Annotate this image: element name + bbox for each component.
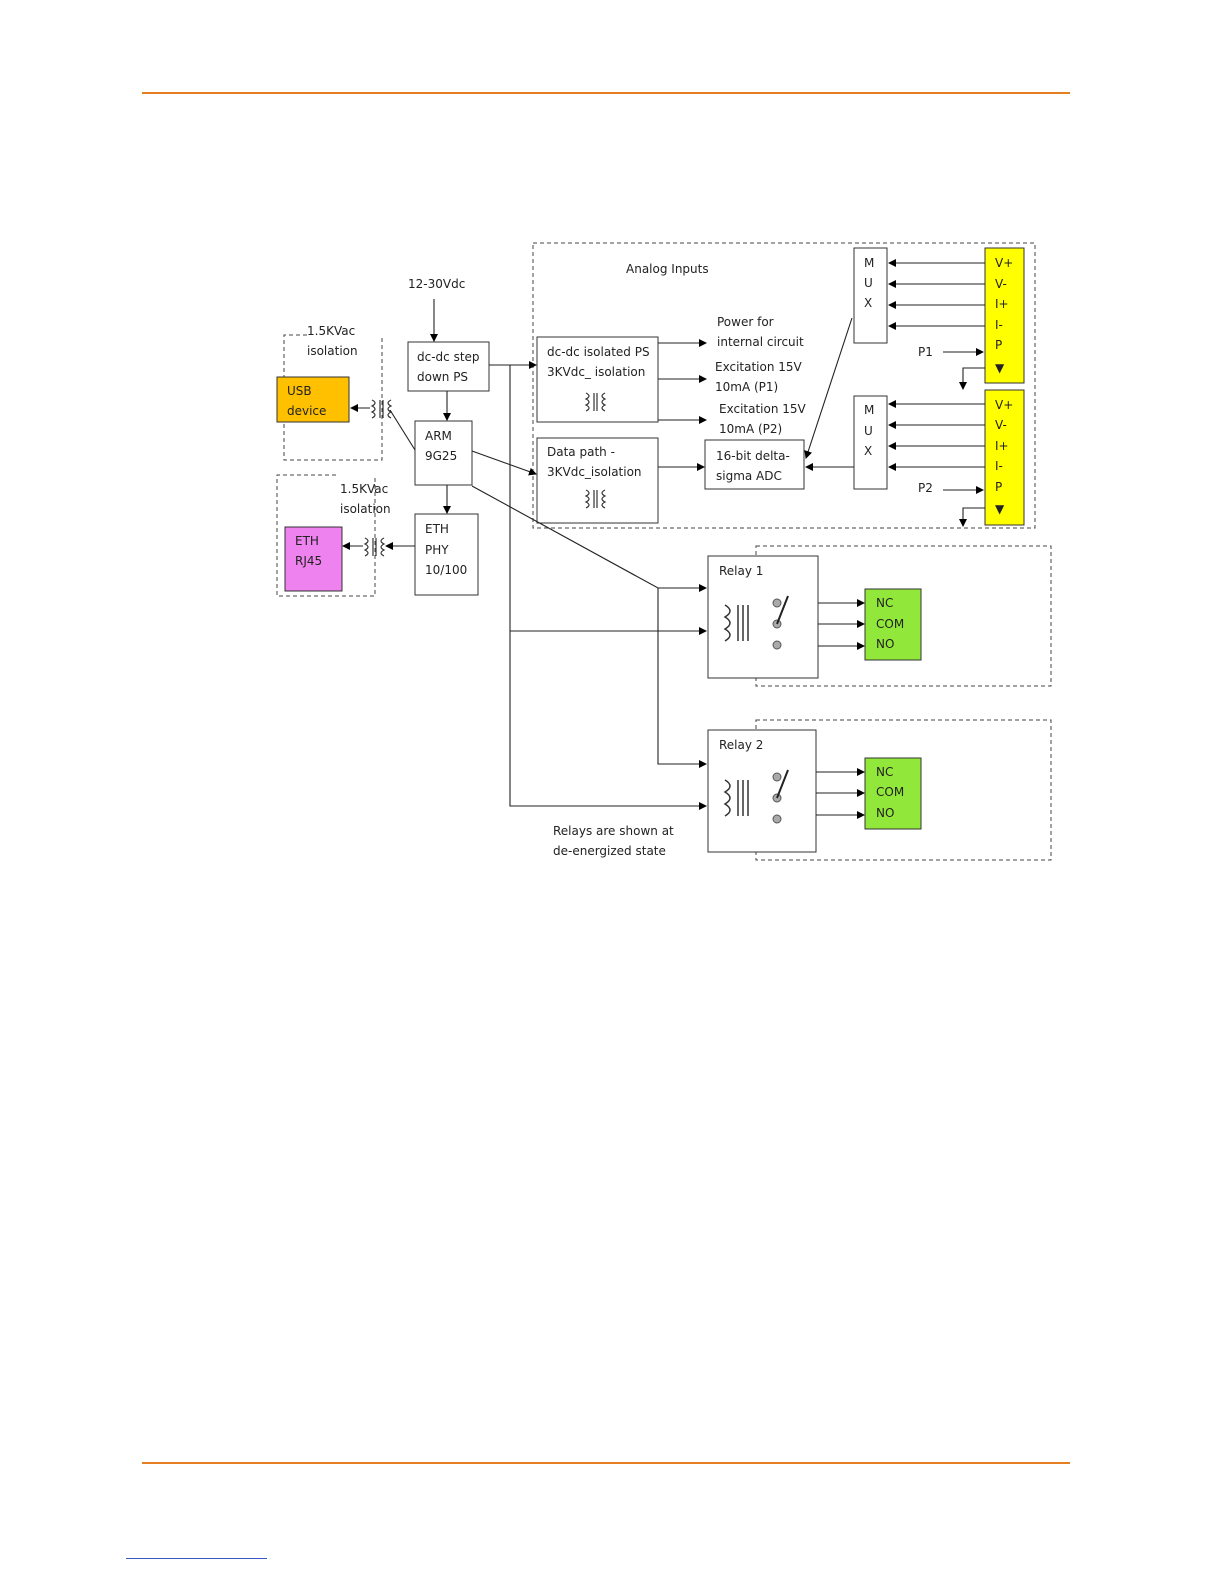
- footer-rule: [142, 1462, 1070, 1464]
- power-bus-to-relays: [509, 365, 707, 810]
- usb-iso-label-1: 1.5KVac: [307, 324, 355, 338]
- arm-label-1: ARM: [425, 429, 452, 443]
- header-rule: [142, 92, 1070, 94]
- arm-box: [414, 420, 473, 486]
- relay-note-line-1: Relays are shown at: [553, 824, 674, 838]
- adc-label-1: 16-bit delta-: [716, 449, 790, 463]
- adc-label-2: sigma ADC: [716, 469, 782, 483]
- exc2-label-2: 10mA (P2): [719, 422, 782, 436]
- rj45-label-2: RJ45: [295, 554, 322, 568]
- dcdc-label-2: 3KVdc_ isolation: [547, 365, 645, 379]
- term2-p-label: P: [995, 480, 1002, 494]
- supply-label: 12-30Vdc: [408, 277, 465, 291]
- relay1-contact-nc: [772, 598, 782, 608]
- mux2-label-x: X: [864, 444, 872, 458]
- mux2-label-u: U: [864, 424, 873, 438]
- datapath-label-1: Data path -: [547, 445, 615, 459]
- phy-label-3: 10/100: [425, 563, 467, 577]
- relay1-label: Relay 1: [719, 564, 763, 578]
- dcdc-label-1: dc-dc isolated PS: [547, 345, 650, 359]
- term2-gnd-label: ▼: [995, 502, 1005, 516]
- p1-terminal-block: [984, 247, 1025, 384]
- term2-gnd: [959, 507, 985, 527]
- rj45-label-1: ETH: [295, 534, 319, 548]
- phy-label-2: PHY: [425, 543, 449, 557]
- power-internal-label-2: internal circuit: [717, 335, 804, 349]
- p2-terminal-block: [984, 389, 1025, 526]
- relay1-contact-no: [772, 640, 782, 650]
- stepdown-ps-box: [407, 341, 490, 392]
- mux1-box: [853, 247, 888, 344]
- p1-label: P1: [918, 345, 933, 359]
- stepdown-label-1: dc-dc step: [417, 350, 480, 364]
- relay2-contact-nc: [772, 772, 782, 782]
- eth-phy-box: [414, 513, 479, 596]
- relay2-switch-arm: [776, 769, 789, 799]
- relay-drive-to-relay2: [657, 588, 707, 768]
- power-internal-label-1: Power for: [717, 315, 774, 329]
- term1-vplus-label: V+: [995, 256, 1013, 270]
- exc2-label-1: Excitation 15V: [719, 402, 807, 416]
- relay2-terminal-block: [864, 757, 922, 830]
- term1-iminus-label: I-: [995, 318, 1003, 332]
- analog-inputs-title: Analog Inputs: [626, 262, 709, 276]
- arm-to-datapath: [471, 450, 537, 476]
- usb-isolation-region: [283, 334, 383, 461]
- mux1-label-x: X: [864, 296, 872, 310]
- mux1-label-u: U: [864, 276, 873, 290]
- phy-label-1: ETH: [425, 522, 449, 536]
- term1-iplus-label: I+: [995, 297, 1009, 311]
- relay1-coil-icon: [723, 604, 749, 642]
- relay1-switch-arm: [776, 595, 789, 625]
- relay-note-line-2: de-energized state: [553, 844, 666, 858]
- exc1-label-2: 10mA (P1): [715, 380, 778, 394]
- arm-to-usb-iso: [389, 409, 416, 451]
- mux2-label-m: M: [864, 403, 874, 417]
- term1-vminus-label: V-: [995, 277, 1007, 291]
- usb-label-1: USB: [287, 384, 312, 398]
- arm-label-2: 9G25: [425, 449, 457, 463]
- term2-vplus-label: V+: [995, 398, 1013, 412]
- relay2-no-label: NO: [876, 806, 894, 820]
- p2-label: P2: [918, 481, 933, 495]
- datapath-label-2: 3KVdc_isolation: [547, 465, 642, 479]
- relay2-com-label: COM: [876, 785, 904, 799]
- footer-link-underline: [126, 1558, 267, 1559]
- exc1-label-1: Excitation 15V: [715, 360, 803, 374]
- relay1-terminal-block: [864, 588, 922, 661]
- term1-gnd-label: ▼: [995, 361, 1005, 375]
- eth-iso-label-1: 1.5KVac: [340, 482, 388, 496]
- datapath-box: [536, 437, 659, 524]
- stepdown-label-2: down PS: [417, 370, 468, 384]
- analog-inputs-region: [532, 242, 1036, 529]
- adc-box: [704, 439, 805, 490]
- mux1-label-m: M: [864, 256, 874, 270]
- eth-rj45-box: [284, 526, 343, 592]
- term2-iplus-label: I+: [995, 439, 1009, 453]
- term1-gnd: [959, 367, 985, 390]
- usb-label-2: device: [287, 404, 326, 418]
- relay1-nc-label: NC: [876, 596, 893, 610]
- relay2-nc-label: NC: [876, 765, 893, 779]
- relay2-contact-no: [772, 814, 782, 824]
- relay2-label: Relay 2: [719, 738, 763, 752]
- usb-device-box: [276, 376, 350, 423]
- relay1-com-label: COM: [876, 617, 904, 631]
- relay2-coil-icon: [723, 779, 749, 817]
- term2-vminus-label: V-: [995, 418, 1007, 432]
- term2-iminus-label: I-: [995, 459, 1003, 473]
- term1-p-label: P: [995, 338, 1002, 352]
- usb-iso-label-2: isolation: [307, 344, 358, 358]
- eth-isolation-transformer-icon: [364, 537, 385, 557]
- mux2-box: [853, 395, 888, 490]
- relay1-no-label: NO: [876, 637, 894, 651]
- mux1-to-adc: [804, 317, 853, 459]
- eth-iso-label-2: isolation: [340, 502, 391, 516]
- eth-isolation-region: [276, 474, 376, 597]
